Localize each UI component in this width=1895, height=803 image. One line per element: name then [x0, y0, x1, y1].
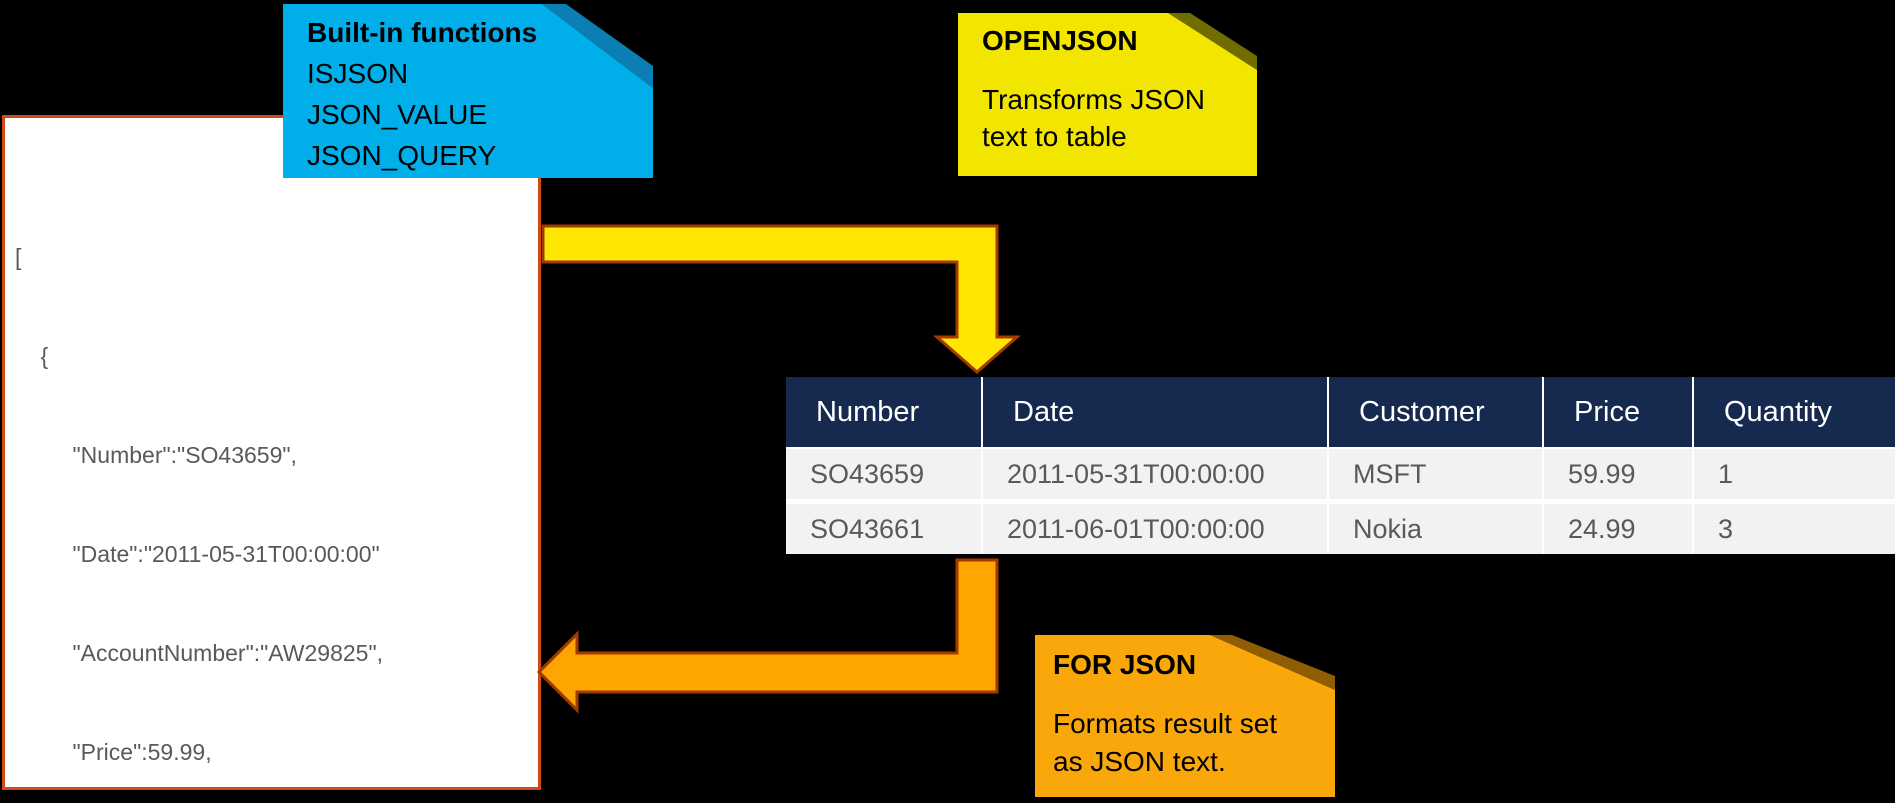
table-cell: 59.99	[1544, 449, 1694, 499]
table-cell: 2011-05-31T00:00:00	[983, 449, 1329, 499]
note-line: text to table	[982, 121, 1127, 152]
column-header: Number	[786, 377, 983, 447]
note-body	[958, 13, 1257, 176]
json-code-block: [ { "Number":"SO43659", "Date":"2011-05-…	[15, 175, 389, 803]
json-code-line: "Number":"SO43659",	[15, 442, 297, 468]
table-cell: 1	[1718, 459, 1734, 489]
table-cell: Nokia	[1329, 504, 1544, 554]
table-cell: SO43659	[786, 449, 983, 499]
table-row: SO43661 2011-06-01T00:00:00 Nokia 24.99 …	[786, 504, 1895, 554]
column-header: Customer	[1329, 377, 1544, 447]
note-line: Transforms JSON	[982, 84, 1205, 115]
result-table: Number Date Customer Price Quantity SO43…	[786, 377, 1895, 554]
table-cell: 24.99	[1544, 504, 1694, 554]
note-title: FOR JSON	[1053, 649, 1197, 680]
table-separator	[786, 447, 1895, 449]
table-row: SO43659 2011-05-31T00:00:00 MSFT 59.99 1	[786, 449, 1895, 499]
json-source-panel: [ { "Number":"SO43659", "Date":"2011-05-…	[2, 115, 541, 790]
note-title: Built-in functions	[307, 17, 538, 48]
json-code-line: "Price":59.99,	[15, 739, 212, 765]
forjson-note: FOR JSON Formats result set as JSON text…	[1035, 635, 1335, 797]
table-separator	[786, 499, 1895, 504]
json-code-line: "Date":"2011-05-31T00:00:00"	[15, 541, 380, 567]
note-line: JSON_VALUE	[307, 99, 487, 130]
note-description: Formats result set as JSON text.	[1053, 705, 1277, 781]
openjson-note: OPENJSON Transforms JSON text to table	[958, 13, 1257, 176]
table-cell: MSFT	[1329, 449, 1544, 499]
column-header: Quantity	[1724, 396, 1832, 428]
builtin-functions-note: Built-in functions ISJSON JSON_VALUE JSO…	[283, 4, 653, 178]
note-line: JSON_QUERY	[307, 140, 497, 171]
column-header: Price	[1544, 377, 1694, 447]
column-header: Date	[983, 377, 1329, 447]
json-code-line: [	[15, 244, 22, 270]
note-line: as JSON text.	[1053, 746, 1226, 777]
note-line: ISJSON	[307, 58, 409, 89]
forjson-arrow	[536, 558, 999, 714]
table-cell: SO43661	[786, 504, 983, 554]
table-header-row: Number Date Customer Price Quantity	[786, 377, 1895, 447]
note-line: Formats result set	[1053, 708, 1278, 739]
note-description: Transforms JSON text to table	[982, 81, 1205, 155]
table-cell: 3	[1718, 514, 1734, 544]
json-code-line: {	[15, 343, 49, 369]
openjson-arrow	[541, 224, 1021, 374]
json-code-line: "AccountNumber":"AW29825",	[15, 640, 384, 666]
note-text: Built-in functions ISJSON JSON_VALUE JSO…	[307, 12, 537, 176]
note-title: OPENJSON	[982, 25, 1138, 56]
table-cell: 2011-06-01T00:00:00	[983, 504, 1329, 554]
